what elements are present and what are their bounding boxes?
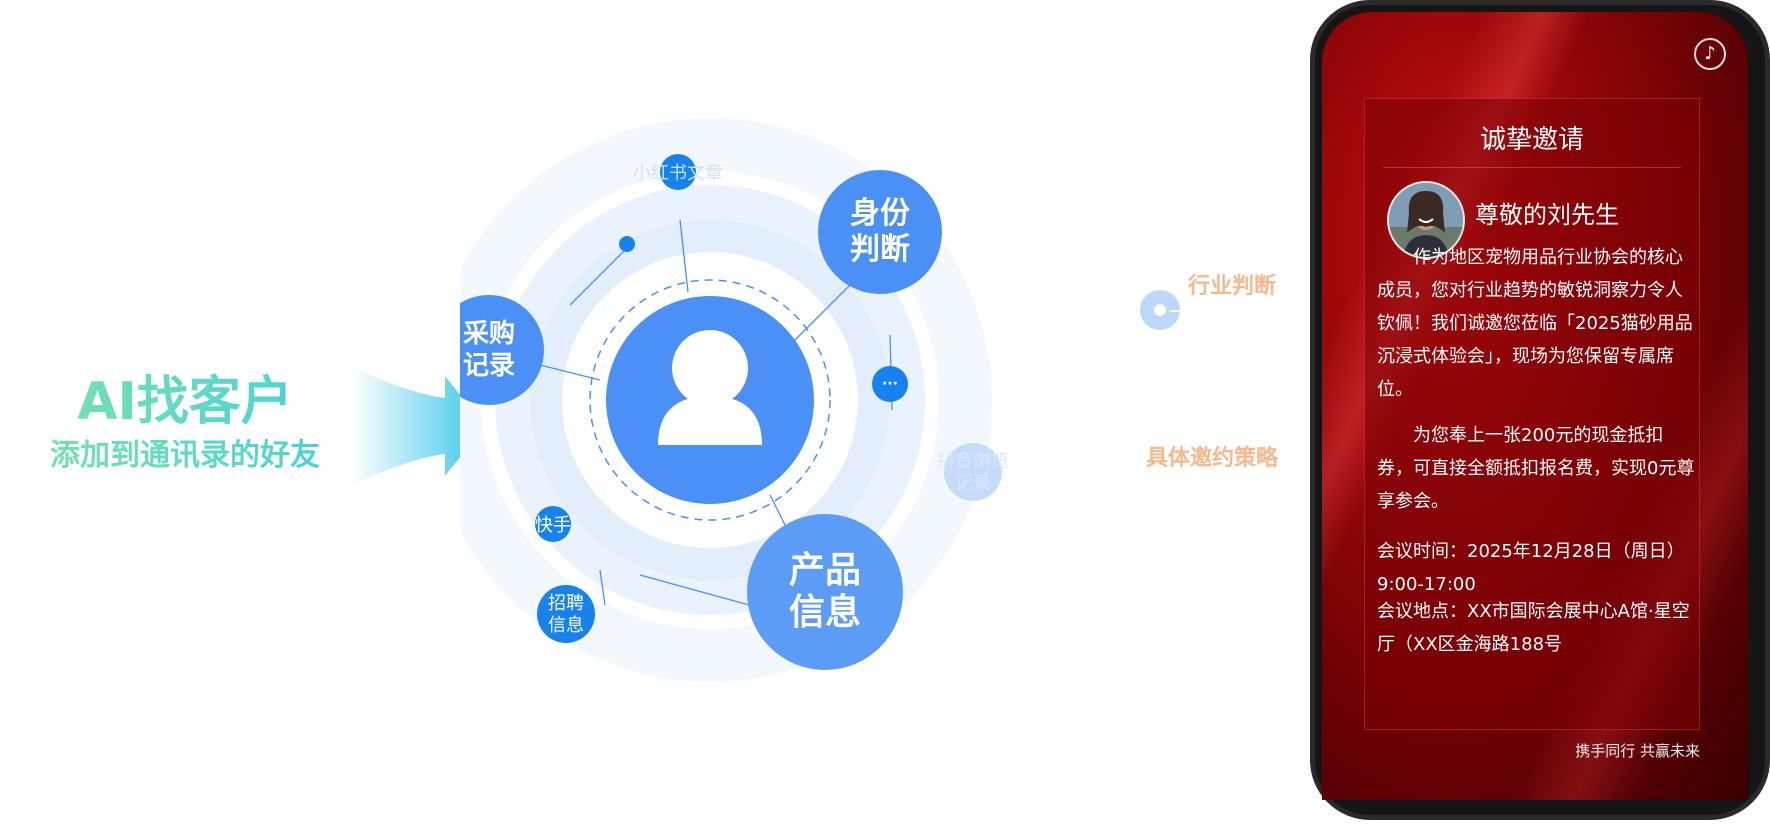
decor-dot (619, 236, 635, 252)
node-product-label: 产品信息 (788, 550, 861, 633)
meeting-place: 会议地点：XX市国际会展中心A馆·星空厅（XX区金海路188号 (1377, 601, 1690, 655)
divider (1383, 167, 1681, 168)
callout-line (1170, 310, 1420, 312)
customer-profile-diagram: 身份判断 采购记录 产品信息 ··· 小红书文章 快手 招聘信息 抖音浏览记录 (460, 100, 1220, 800)
card-title: 诚挚邀请 (1479, 125, 1584, 155)
greeting: 尊敬的刘先生 (1475, 201, 1619, 229)
node-recruit-label: 招聘信息 (548, 593, 584, 636)
node-kuaishou (535, 506, 571, 542)
avatar (1387, 181, 1465, 259)
headline-title: AI找客户 (0, 372, 370, 432)
node-identity-label: 身份判断 (850, 196, 910, 267)
node-purchase (460, 295, 544, 405)
callout-strategy: 具体邀约策略 (1146, 446, 1279, 471)
node-xiaohongshu (660, 154, 696, 190)
callout-dot-icon (1140, 290, 1180, 330)
arrow-right-icon (350, 366, 485, 486)
node-kuaishou-label: 快手 (535, 515, 571, 536)
card-footer: 携手同行 共赢未来 (1575, 742, 1700, 760)
node-product (747, 514, 903, 670)
node-douyin (944, 443, 1002, 501)
phone-mockup: ♪ 诚挚邀请 尊敬的刘先生 作为地区宠物用品行业协会的核心成员，您对行业趋势的敏… (1310, 0, 1770, 820)
headline-subtitle: 添加到通讯录的好友 (0, 436, 370, 476)
invitation-paragraph-1: 作为地区宠物用品行业协会的核心成员，您对行业趋势的敏锐洞察力令人钦佩！我们诚邀您… (1377, 247, 1693, 400)
invitation-card: 诚挚邀请 尊敬的刘先生 作为地区宠物用品行业协会的核心成员，您对行业趋势的敏锐洞… (1364, 98, 1700, 730)
node-more-label: ··· (882, 376, 898, 392)
node-xiaohongshu-label: 小红书文章 (633, 163, 723, 184)
node-purchase-label: 采购记录 (462, 319, 515, 381)
music-note-icon[interactable]: ♪ (1694, 38, 1726, 70)
callout-industry: 行业判断 (1188, 274, 1277, 299)
node-douyin-label: 抖音浏览记录 (937, 451, 1009, 494)
invitation-paragraph-2: 为您奉上一张200元的现金抵扣券，可直接全额抵扣报名费，实现0元尊享参会。 (1377, 425, 1695, 512)
user-icon (658, 330, 762, 445)
node-recruit (537, 585, 595, 643)
node-more (872, 366, 908, 402)
headline: AI找客户 添加到通讯录的好友 (0, 372, 370, 476)
node-identity (818, 170, 942, 294)
phone-screen: ♪ 诚挚邀请 尊敬的刘先生 作为地区宠物用品行业协会的核心成员，您对行业趋势的敏… (1322, 12, 1748, 800)
meeting-time: 会议时间：2025年12月28日（周日）9:00-17:00 (1377, 541, 1685, 595)
